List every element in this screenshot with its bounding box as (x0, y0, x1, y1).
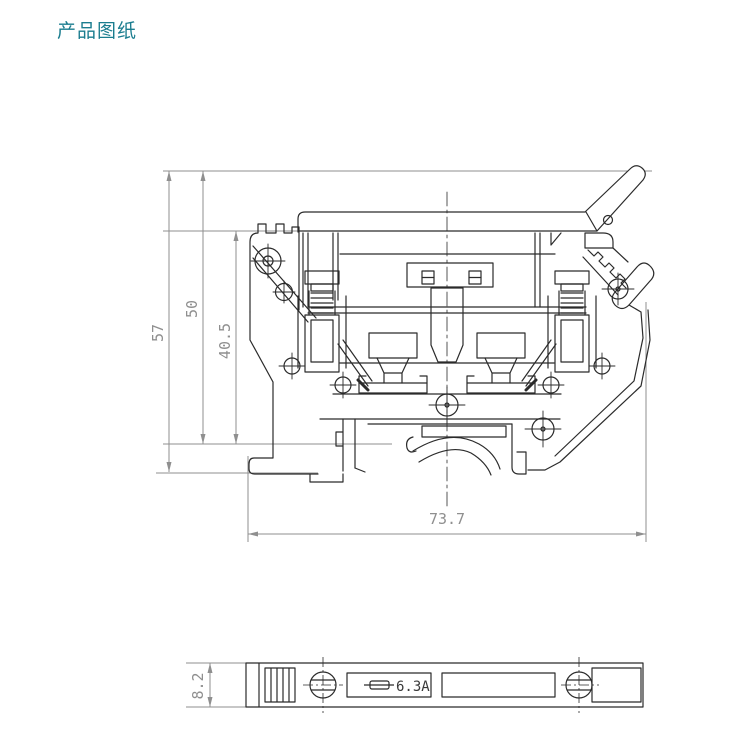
dim-label-57: 57 (149, 324, 167, 342)
fuse-window (406, 262, 494, 288)
screw-head (554, 270, 590, 285)
lever-hole (602, 214, 614, 226)
right-clamp-assembly (521, 270, 597, 392)
interior-walls (302, 232, 541, 308)
spring (308, 290, 336, 316)
dim-label-50: 50 (183, 300, 201, 318)
front-view-drawing (248, 165, 655, 509)
strip-outline (245, 662, 644, 708)
clip-screw (601, 272, 635, 306)
left-end-plate (249, 223, 317, 323)
clamp-arm (521, 339, 557, 387)
top-view-drawing: 6.3A (245, 657, 644, 713)
dim-label-8-2: 8.2 (189, 672, 207, 699)
extension-lines (156, 170, 652, 708)
left-body-edge (248, 311, 344, 483)
channel-arc (412, 436, 501, 476)
left-clamp-assembly (297, 270, 373, 392)
fuse-label-box: 6.3A (346, 672, 432, 698)
serrated-edge (587, 249, 627, 289)
dimension-layer: 57 50 40.5 73.7 8.2 (149, 170, 652, 708)
right-rail-clip (527, 232, 655, 471)
mounting-screw-small (272, 280, 296, 304)
ribbed-slider (264, 667, 296, 703)
fuse-rating-label: 6.3A (396, 679, 430, 695)
spring (558, 290, 586, 316)
top-cover-and-lever (297, 165, 646, 233)
clamp-body (304, 314, 340, 373)
end-block (591, 667, 642, 703)
marking-window (441, 672, 556, 698)
page-title: 产品图纸 (57, 20, 138, 42)
dim-label-73-7: 73.7 (429, 510, 465, 528)
left-contact (358, 332, 428, 394)
screw-head (304, 270, 340, 285)
right-body-edge (527, 304, 651, 471)
section-screws (278, 352, 616, 448)
screw-left (303, 657, 343, 713)
dim-label-40-5: 40.5 (216, 323, 234, 359)
clamp-body (554, 314, 590, 373)
clip-capsule (611, 262, 655, 310)
din-rail-foot (335, 418, 527, 476)
clamp-arm (337, 339, 373, 387)
dim-arrowheads (166, 171, 646, 707)
screw-right (561, 657, 599, 713)
right-contact (466, 332, 536, 394)
mounting-screw-large (250, 243, 286, 279)
latch-notch (550, 232, 562, 246)
